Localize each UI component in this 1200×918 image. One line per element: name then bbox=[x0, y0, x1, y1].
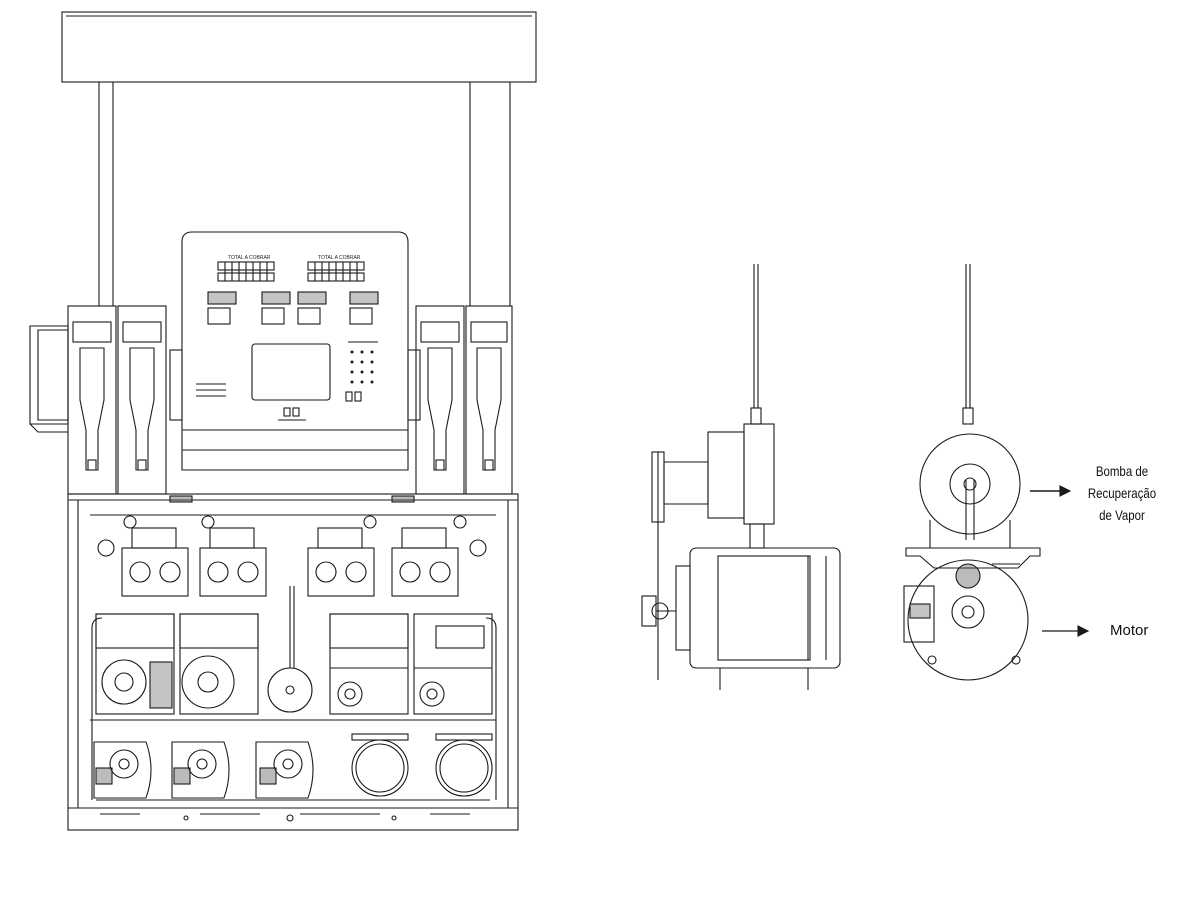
vapor-pump-label-line1: Bomba de bbox=[1095, 463, 1149, 479]
vent-grilles bbox=[169, 349, 421, 421]
hydraulic-cabinet bbox=[67, 493, 519, 831]
vapor-recovery-pump-label: Bomba de Recuperação de Vapor bbox=[1073, 460, 1171, 526]
callout-arrow-pump bbox=[1030, 485, 1072, 497]
vapor-pump-front-view bbox=[903, 264, 1041, 681]
front-vapor-pump-housing bbox=[919, 433, 1021, 535]
vapor-pump-side-view bbox=[641, 264, 841, 690]
display-right: TOTAL A COBRAR bbox=[297, 255, 379, 325]
pump-units bbox=[93, 733, 493, 799]
dispenser-columns bbox=[98, 82, 511, 306]
callout-arrow-motor bbox=[1042, 625, 1090, 637]
nozzle-holster-4 bbox=[465, 305, 513, 495]
nozzle-holster-1 bbox=[67, 305, 117, 495]
nozzle-holster-2 bbox=[117, 305, 167, 495]
side-bracket-left bbox=[29, 325, 69, 433]
dispenser-canopy bbox=[61, 11, 537, 83]
motor-label: Motor bbox=[1110, 622, 1149, 639]
side-pump-body bbox=[743, 423, 775, 525]
flow-meters bbox=[91, 586, 497, 800]
fuel-dispenser: TOTAL A COBRAR TOTAL A COBRAR bbox=[29, 11, 537, 831]
svg-text:TOTAL A COBRAR: TOTAL A COBRAR bbox=[228, 255, 271, 261]
side-motor-body bbox=[689, 547, 841, 669]
nozzle-holster-3 bbox=[415, 305, 465, 495]
display-left: TOTAL A COBRAR bbox=[207, 255, 291, 325]
vapor-pump-label-line3: de Vapor bbox=[1099, 507, 1145, 523]
valve-row bbox=[97, 515, 487, 597]
keypad bbox=[350, 350, 374, 384]
display-head: TOTAL A COBRAR TOTAL A COBRAR bbox=[181, 231, 409, 471]
front-motor-housing bbox=[907, 559, 1029, 681]
svg-text:TOTAL A COBRAR: TOTAL A COBRAR bbox=[318, 255, 361, 261]
vapor-pump-label-line2: Recuperação bbox=[1087, 485, 1157, 501]
central-screen bbox=[251, 343, 331, 401]
